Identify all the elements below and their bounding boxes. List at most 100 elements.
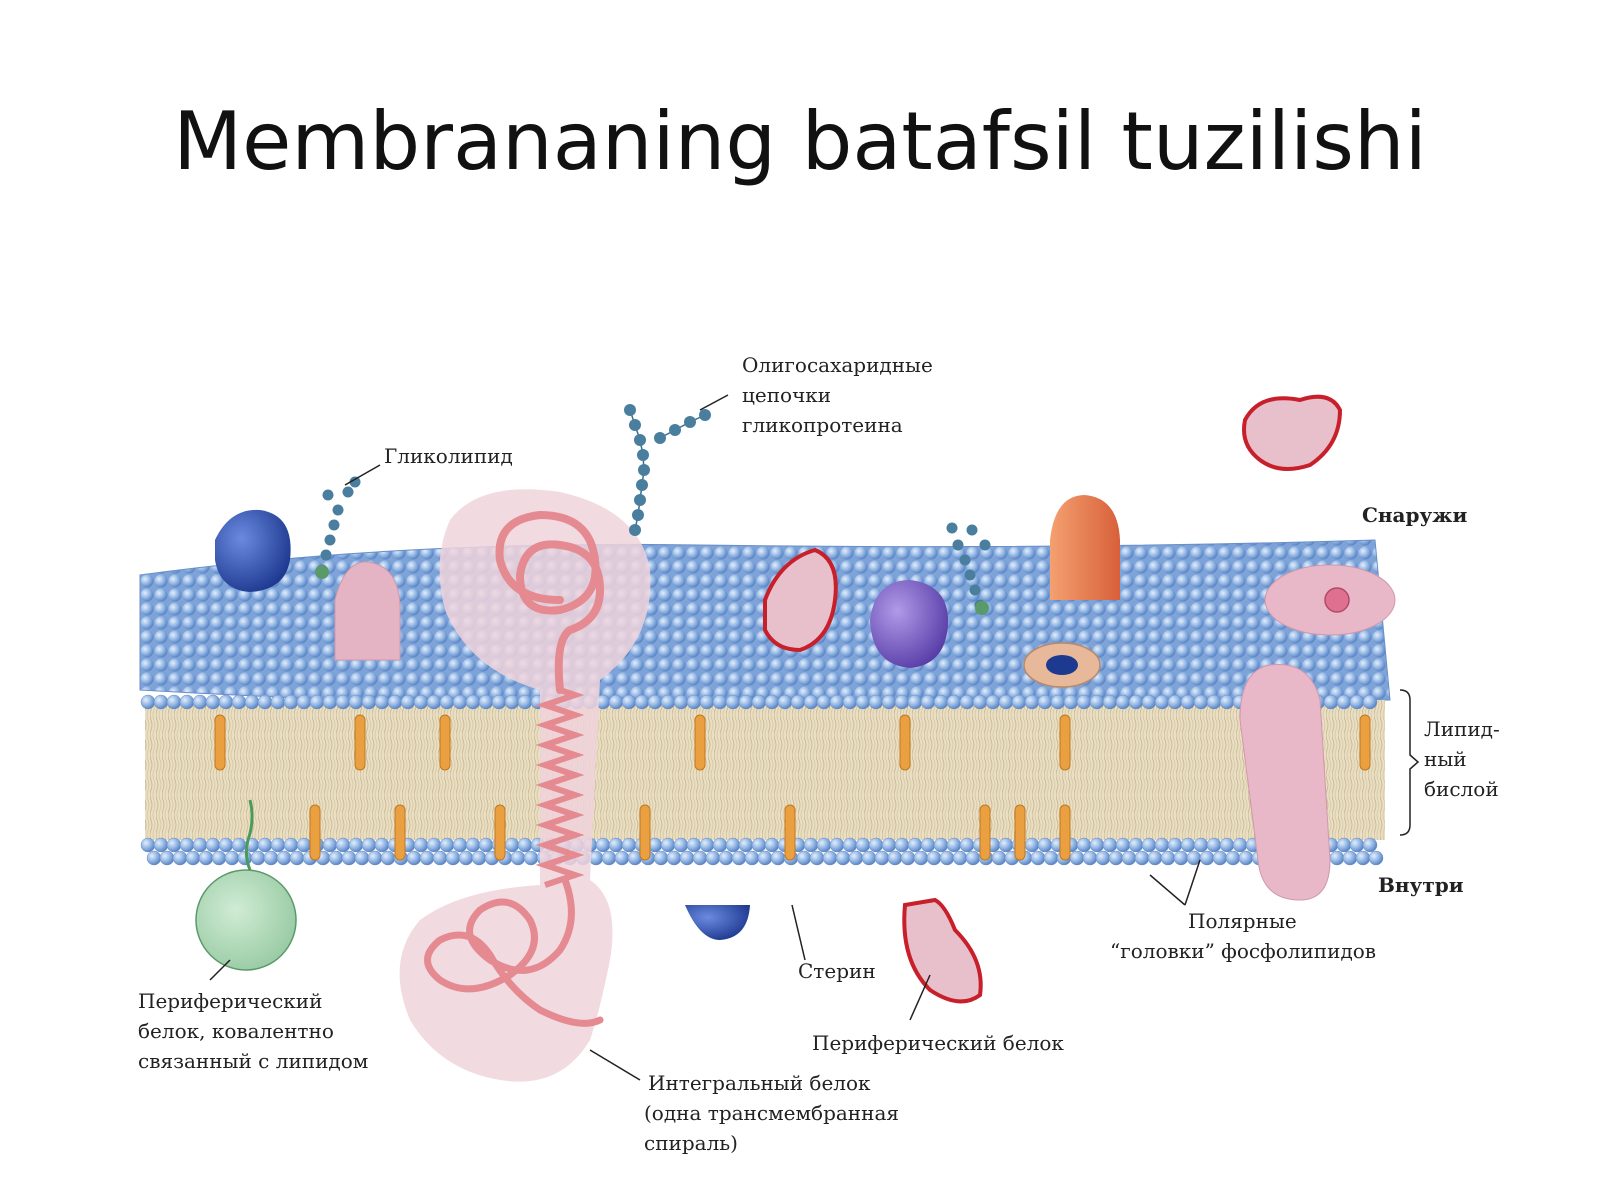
- head-mid: [1024, 694, 1040, 710]
- head-bottom: [283, 837, 299, 853]
- sugar-unit: [332, 504, 344, 516]
- head-bottom: [419, 850, 435, 866]
- head-mid: [920, 694, 936, 710]
- head-mid: [387, 694, 403, 710]
- head-bottom: [835, 850, 851, 866]
- head-mid: [738, 694, 754, 710]
- head-mid: [933, 694, 949, 710]
- glycolipid-chain: [315, 476, 361, 579]
- head-mid: [192, 694, 208, 710]
- head-bottom: [296, 837, 312, 853]
- integral-protein-helix: [535, 687, 585, 888]
- sugar-unit: [637, 449, 649, 461]
- glycolipid-head: [315, 565, 329, 579]
- sterol: [214, 714, 226, 771]
- head-bottom: [289, 850, 305, 866]
- head-bottom: [257, 837, 273, 853]
- sterol: [1059, 714, 1071, 771]
- head-bottom: [523, 850, 539, 866]
- head-bottom: [192, 837, 208, 853]
- head-mid: [478, 694, 494, 710]
- head-mid: [647, 694, 663, 710]
- head-mid: [296, 694, 312, 710]
- head-bottom: [517, 837, 533, 853]
- channel-pore: [1046, 655, 1078, 675]
- head-bottom: [738, 837, 754, 853]
- head-bottom: [1037, 837, 1053, 853]
- hydrophobic-tail-region: [145, 700, 1385, 840]
- head-bottom: [1095, 850, 1111, 866]
- head-bottom: [413, 837, 429, 853]
- sterol: [354, 714, 366, 771]
- sugar-unit: [624, 404, 636, 416]
- head-bottom: [796, 850, 812, 866]
- head-bottom: [666, 850, 682, 866]
- head-bottom: [1219, 837, 1235, 853]
- head-bottom: [367, 850, 383, 866]
- head-mid: [361, 694, 377, 710]
- head-mid: [1076, 694, 1092, 710]
- integral-protein-lower-coil: [424, 876, 604, 1027]
- head-bottom: [861, 850, 877, 866]
- head-bottom: [770, 850, 786, 866]
- head-mid: [244, 694, 260, 710]
- head-bottom: [1024, 837, 1040, 853]
- head-mid: [608, 694, 624, 710]
- sterol: [1059, 804, 1071, 861]
- sugar-unit: [634, 434, 646, 446]
- head-bottom: [959, 837, 975, 853]
- head-bottom: [1030, 850, 1046, 866]
- sugar-unit: [684, 416, 696, 428]
- floating-protein-right: [1242, 394, 1343, 471]
- sugar-unit: [342, 486, 354, 498]
- sugar-unit: [349, 476, 361, 488]
- head-mid: [1336, 694, 1352, 710]
- head-mid: [374, 694, 390, 710]
- head-bottom: [913, 850, 929, 866]
- head-mid: [231, 694, 247, 710]
- head-mid: [621, 694, 637, 710]
- head-bottom: [276, 850, 292, 866]
- head-bottom: [198, 850, 214, 866]
- head-mid: [1154, 694, 1170, 710]
- head-bottom: [653, 850, 669, 866]
- head-bottom: [900, 850, 916, 866]
- head-mid: [1089, 694, 1105, 710]
- head-bottom: [1121, 850, 1137, 866]
- head-mid: [465, 694, 481, 710]
- head-mid: [153, 694, 169, 710]
- mid-head-row: [140, 694, 1378, 710]
- head-bottom: [1089, 837, 1105, 853]
- sterol: [1014, 804, 1026, 861]
- head-bottom: [887, 850, 903, 866]
- head-bottom: [1134, 850, 1150, 866]
- sterol: [639, 804, 651, 861]
- head-mid: [1128, 694, 1144, 710]
- head-mid: [517, 694, 533, 710]
- head-bottom: [452, 837, 468, 853]
- head-bottom: [751, 837, 767, 853]
- head-bottom: [991, 850, 1007, 866]
- head-bottom: [335, 837, 351, 853]
- head-bottom: [1336, 837, 1352, 853]
- head-bottom: [712, 837, 728, 853]
- lipid-anchored-protein: [195, 869, 297, 971]
- head-mid: [907, 694, 923, 710]
- head-bottom: [1082, 850, 1098, 866]
- head-bottom: [1342, 850, 1358, 866]
- head-mid: [257, 694, 273, 710]
- head-bottom: [1355, 850, 1371, 866]
- head-bottom: [1329, 850, 1345, 866]
- head-mid: [699, 694, 715, 710]
- label-inside: Внутри: [1378, 873, 1464, 897]
- sugar-unit: [959, 554, 971, 566]
- glycolipid-head: [975, 601, 989, 615]
- head-mid: [1323, 694, 1339, 710]
- head-bottom: [829, 837, 845, 853]
- head-mid: [270, 694, 286, 710]
- head-bottom: [1349, 837, 1365, 853]
- head-bottom: [881, 837, 897, 853]
- sugar-unit: [328, 519, 340, 531]
- head-mid: [1141, 694, 1157, 710]
